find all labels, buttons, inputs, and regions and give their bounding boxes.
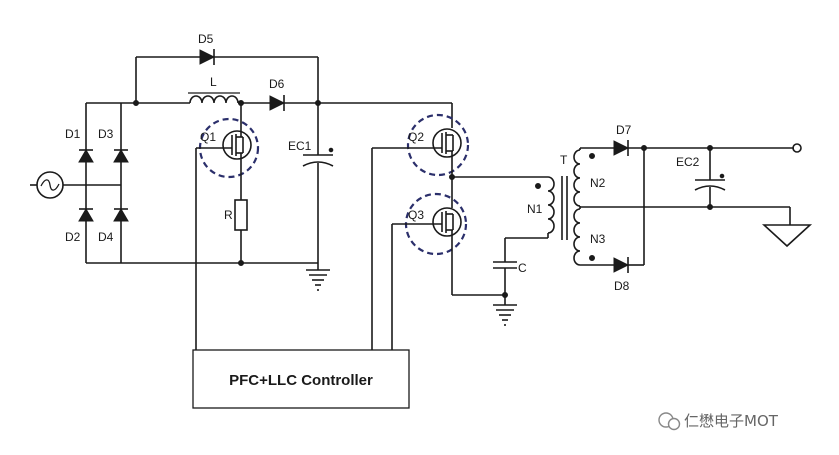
mosfet-q1 bbox=[222, 128, 252, 162]
watermark-text: 仁懋电子MOT bbox=[684, 412, 779, 430]
transformer-core bbox=[561, 176, 568, 240]
label-d2: D2 bbox=[65, 230, 81, 244]
label-ec2: EC2 bbox=[676, 155, 700, 169]
diode-d1 bbox=[78, 149, 94, 163]
mosfet-q2 bbox=[432, 128, 462, 158]
diode-d5 bbox=[199, 49, 216, 65]
diode-d7 bbox=[613, 140, 630, 156]
diode-d2 bbox=[78, 208, 94, 222]
controller-box bbox=[192, 349, 410, 409]
label-n2: N2 bbox=[590, 176, 606, 190]
label-n1: N1 bbox=[527, 202, 543, 216]
label-d1: D1 bbox=[65, 127, 81, 141]
ground-symbol-1 bbox=[306, 269, 330, 291]
bridge-rectifier bbox=[78, 103, 129, 263]
label-q1: Q1 bbox=[200, 130, 216, 144]
inductor-l bbox=[188, 92, 240, 104]
label-q2: Q2 bbox=[408, 130, 424, 144]
capacitor-ec2 bbox=[694, 148, 726, 207]
winding-n3 bbox=[573, 208, 581, 266]
label-d4: D4 bbox=[98, 230, 114, 244]
label-n3: N3 bbox=[590, 232, 606, 246]
label-ec1: EC1 bbox=[288, 139, 312, 153]
watermark: 仁懋电子MOT bbox=[658, 412, 779, 431]
label-d8: D8 bbox=[614, 279, 630, 293]
diode-d6 bbox=[269, 95, 286, 111]
mosfet-q3 bbox=[432, 207, 462, 237]
winding-n2 bbox=[573, 149, 581, 207]
label-r: R bbox=[224, 208, 233, 222]
resistor-r bbox=[234, 199, 248, 231]
ground-symbol-2 bbox=[493, 304, 517, 326]
label-d3: D3 bbox=[98, 127, 114, 141]
ac-source bbox=[30, 171, 86, 199]
label-d7: D7 bbox=[616, 123, 632, 137]
diode-d4 bbox=[113, 208, 129, 222]
winding-n1 bbox=[547, 176, 555, 234]
label-q3: Q3 bbox=[408, 208, 424, 222]
diode-d3 bbox=[113, 149, 129, 163]
diode-d8 bbox=[613, 257, 630, 273]
label-d6: D6 bbox=[269, 77, 285, 91]
label-l: L bbox=[210, 75, 217, 89]
capacitor-ec1 bbox=[302, 103, 334, 270]
ground-symbol-3 bbox=[761, 207, 813, 248]
label-c: C bbox=[518, 261, 527, 275]
label-d5: D5 bbox=[198, 32, 214, 46]
label-t: T bbox=[560, 153, 568, 167]
controller-label: PFC+LLC Controller bbox=[229, 372, 373, 389]
capacitor-c bbox=[493, 238, 517, 305]
output-terminal bbox=[792, 143, 802, 153]
highlight-ring-q2 bbox=[406, 113, 470, 177]
